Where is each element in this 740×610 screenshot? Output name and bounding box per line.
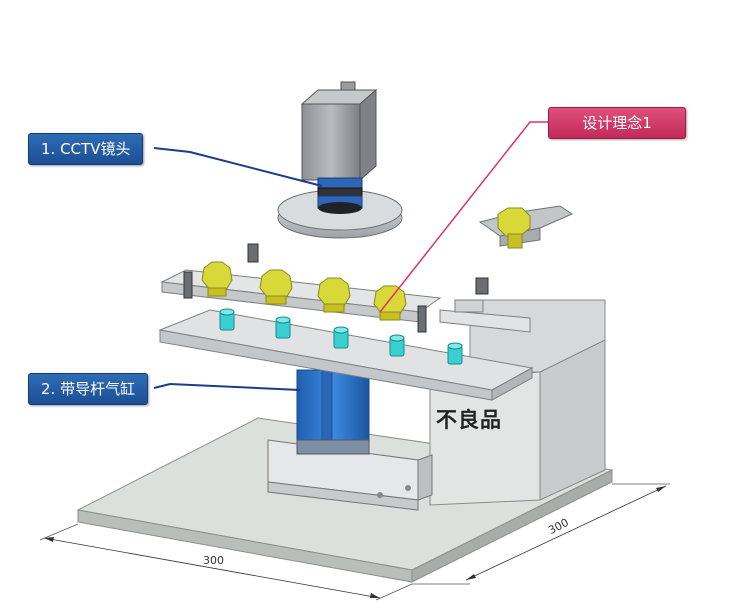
cylinder-base-block xyxy=(267,439,433,511)
gripper-assembly xyxy=(478,205,574,249)
gear xyxy=(317,277,351,313)
concept-leader xyxy=(379,121,548,313)
cylinder-callout: 2. 带导杆气缸 xyxy=(28,373,149,405)
cup xyxy=(447,342,463,365)
cctv-leader xyxy=(153,147,323,187)
dimension-lines xyxy=(39,483,670,601)
sensor-row xyxy=(183,243,489,333)
carrier-plate xyxy=(158,309,534,401)
reject-bin-label: 不良品 xyxy=(436,408,502,432)
front-dimension-label: 300 xyxy=(203,554,224,567)
cup-row xyxy=(219,308,463,365)
concept-callout: 设计理念1 xyxy=(548,107,686,139)
cctv-camera xyxy=(277,81,403,239)
cctv-callout: 1. CCTV镜头 xyxy=(28,133,144,165)
cup xyxy=(389,334,405,357)
cup xyxy=(333,326,349,349)
cup xyxy=(219,308,235,331)
cup xyxy=(275,316,291,339)
cylinder-leader xyxy=(153,382,301,391)
gear xyxy=(259,269,293,305)
gear xyxy=(201,261,233,297)
guided-cylinder xyxy=(296,369,370,455)
leader-lines xyxy=(153,121,548,391)
